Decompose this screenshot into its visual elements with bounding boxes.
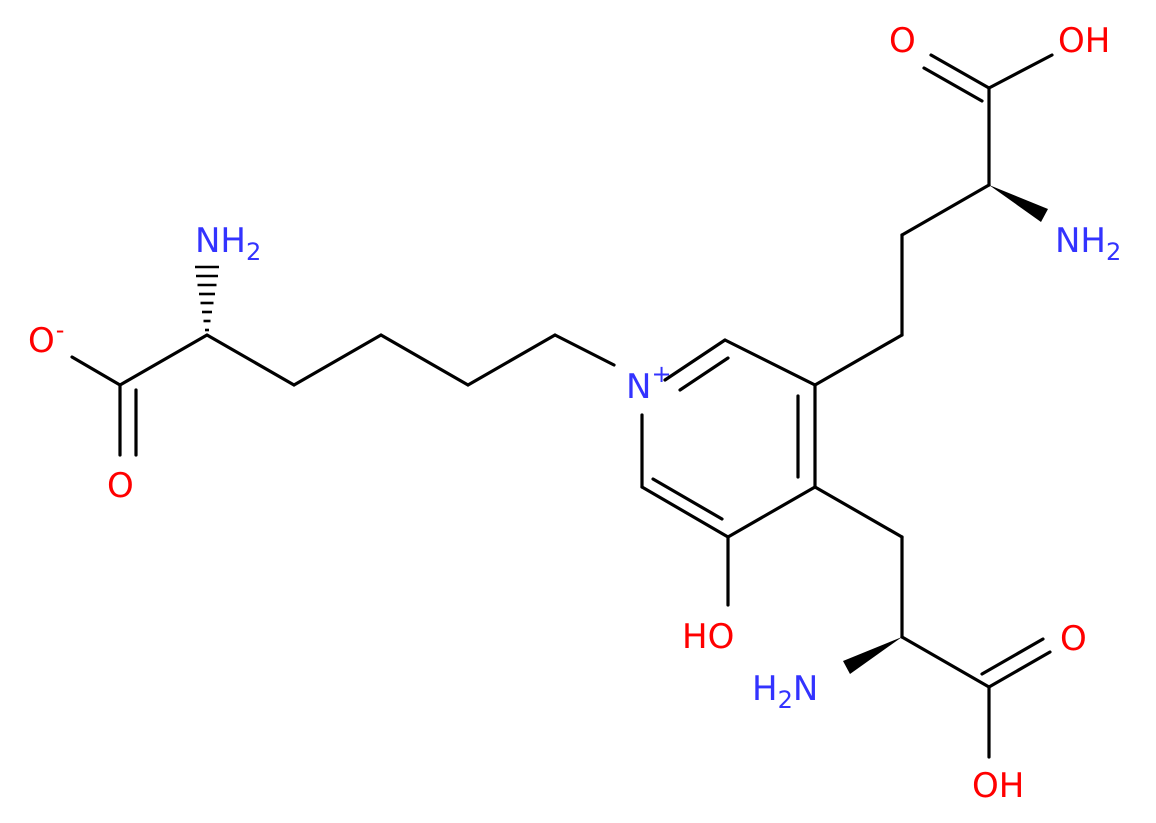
bond-cooh-oh: [987, 53, 1054, 90]
atom-h2n-bottom: H2N: [752, 669, 818, 714]
atom-nh2-top: NH2: [1055, 221, 1121, 266]
atom-nh2-left: NH2: [195, 221, 261, 266]
bond-ch2-ch2-1: [466, 333, 557, 387]
bond-n-ch2-1: [553, 333, 616, 367]
hashed-wedge-bond-nh2-left: [195, 265, 219, 332]
left-chain: [70, 265, 616, 457]
bond-c2-c3: [723, 338, 817, 387]
bond-c5-c6-double: [651, 477, 724, 521]
atom-o-top-left: O: [889, 21, 916, 61]
bond-n-c2: [663, 338, 727, 382]
bond-ch2-ch2-3: [292, 333, 383, 387]
atom-ho-ring: HO: [682, 617, 734, 657]
bond-c3-ch2: [813, 333, 904, 387]
bond-calpha-cooh-bottom: [900, 635, 991, 689]
bottom-right-chain: [813, 485, 1052, 759]
bond-cooh-o-double-2: [922, 66, 984, 103]
bond-ch2-ch2-2: [379, 333, 470, 387]
bond-calpha-coo: [118, 333, 209, 387]
bond-c4-c5: [726, 485, 817, 539]
atom-oh-bottom: OH: [972, 766, 1024, 806]
bond-cooh-o-double-bottom-1: [987, 650, 1052, 689]
pyridinium-ring: [640, 338, 817, 539]
bond-cooh-o-double-bottom-2: [980, 637, 1045, 676]
atom-n-plus: N+: [626, 360, 672, 407]
atom-o-bottom-right: O: [1060, 619, 1087, 659]
atom-o-left-bottom: O: [107, 466, 134, 506]
atom-oh-top-right: OH: [1058, 21, 1110, 61]
atom-o-minus: O-: [28, 316, 64, 361]
bond-ch2-calpha-left: [205, 333, 296, 387]
bond-coo-ominus: [70, 355, 122, 387]
wedge-bond-nh2-bottom: [843, 637, 902, 674]
bond-c4-ch2: [813, 485, 904, 539]
bond-c5-c6: [640, 485, 730, 539]
top-right-chain: [813, 53, 1054, 387]
bond-cooh-o-double-1: [929, 53, 991, 90]
bond-n-c2-double: [678, 356, 730, 392]
bond-ch2-calpha: [900, 183, 991, 237]
wedge-bond-nh2-top: [989, 185, 1048, 222]
